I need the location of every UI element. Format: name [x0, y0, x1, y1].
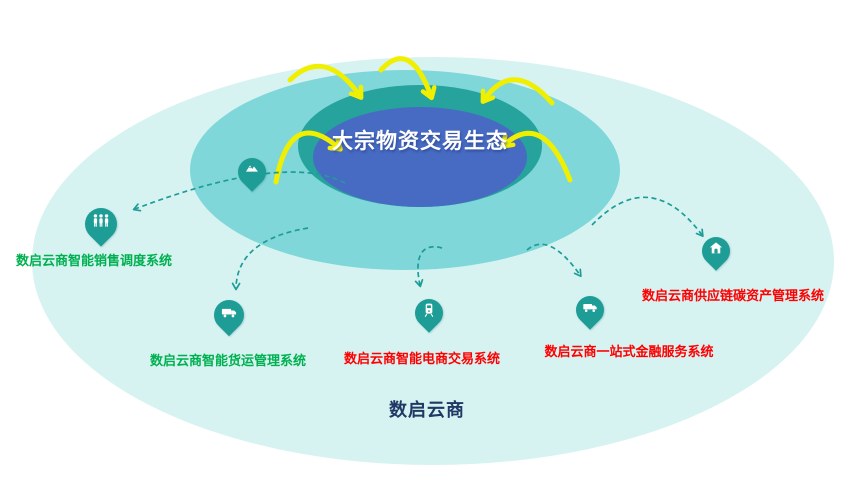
mountain-icon — [244, 161, 260, 177]
group-icon — [92, 212, 111, 231]
truck-icon — [221, 304, 238, 321]
ecommerce-system-label: 数启云商智能电商交易系统 — [343, 351, 501, 366]
van-icon — [582, 299, 598, 315]
mountain-pin — [232, 152, 272, 192]
pin-sales-system — [78, 201, 124, 247]
ecosystem-core-title: 大宗物资交易生态 — [332, 130, 508, 153]
core-ellipse — [313, 107, 527, 207]
sales-system-label: 数启云商智能销售调度系统 — [15, 253, 173, 268]
pin-finance-system — [570, 290, 610, 330]
freight-system-label: 数启云商智能货运管理系统 — [149, 353, 307, 368]
carbon-system-label: 数启云商供应链碳资产管理系统 — [641, 288, 825, 303]
pin-ecommerce-system — [409, 293, 449, 333]
pin-freight-system — [207, 293, 251, 337]
house-icon — [708, 240, 724, 256]
finance-system-label: 数启云商一站式金融服务系统 — [544, 344, 714, 359]
platform-name-label: 数启云商 — [389, 400, 465, 420]
pin-carbon-system — [696, 231, 736, 271]
train-icon — [421, 302, 437, 318]
